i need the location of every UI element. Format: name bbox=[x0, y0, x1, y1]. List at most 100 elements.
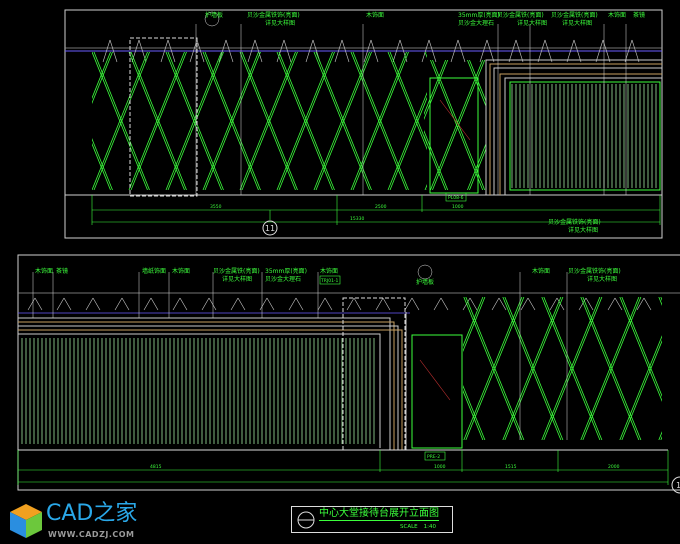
lattice-line bbox=[386, 297, 444, 440]
scale-value: 1:40 bbox=[423, 524, 436, 530]
triangle-edge bbox=[109, 39, 118, 63]
triangle-edge bbox=[341, 39, 350, 63]
top-callouts bbox=[195, 11, 627, 195]
bottom-label: 贝沙金大理石 bbox=[265, 275, 301, 283]
triangle-edge bbox=[375, 297, 384, 311]
logo-url: WWW.CADZJ.COM bbox=[48, 530, 135, 539]
triangle-edge bbox=[295, 297, 304, 311]
triangle-edge bbox=[520, 297, 529, 311]
lattice-line bbox=[619, 335, 662, 440]
lattice-line bbox=[506, 60, 558, 190]
top-diamond-panel bbox=[0, 52, 427, 190]
bottom-callouts bbox=[32, 264, 568, 440]
top-dashed-outline bbox=[129, 37, 198, 197]
triangle-edge bbox=[63, 297, 72, 311]
bottom-label: 35mm厚(亮面) bbox=[265, 267, 307, 275]
triangle-edge bbox=[160, 39, 169, 63]
lattice-line bbox=[658, 431, 662, 440]
triangle-edge bbox=[549, 297, 558, 311]
top-label: 35mm厚(亮面) bbox=[458, 11, 500, 19]
triangle-edge bbox=[392, 39, 401, 63]
top-label: 贝沙金属铁(亮面) bbox=[551, 11, 598, 19]
triangle-edge bbox=[556, 297, 565, 311]
triangle-edge bbox=[428, 39, 437, 63]
bottom-label: 木饰面 bbox=[320, 267, 338, 275]
lattice-line bbox=[0, 52, 37, 190]
triangle-edge bbox=[631, 39, 640, 63]
bottom-dim: 1515 bbox=[505, 464, 517, 470]
triangle-edge bbox=[595, 39, 604, 63]
top-tag-box bbox=[445, 192, 467, 202]
lattice-line bbox=[621, 340, 662, 440]
title-section-symbol-icon bbox=[297, 511, 315, 529]
triangle-edge bbox=[225, 39, 234, 63]
axis-label-11: 11 bbox=[265, 224, 275, 233]
lattice-line bbox=[358, 60, 410, 190]
lattice-line bbox=[388, 297, 446, 440]
triangle-edge bbox=[92, 297, 101, 311]
top-label: 贝沙金属铁饰(亮面) bbox=[247, 11, 300, 19]
triangle-edge bbox=[34, 297, 43, 311]
bottom-tag: PRE-2 bbox=[427, 454, 440, 460]
triangle-edge bbox=[259, 297, 268, 311]
triangle-edge bbox=[353, 297, 362, 311]
triangle-edge bbox=[527, 297, 536, 311]
triangle-edge bbox=[179, 297, 188, 311]
lattice-line bbox=[358, 60, 410, 190]
triangle-edge bbox=[266, 297, 275, 311]
triangle-edge bbox=[450, 39, 459, 63]
top-striped-panel-outline bbox=[509, 81, 661, 191]
drawing-scale: SCALE 1:40 bbox=[400, 524, 436, 531]
top-dim-1: 3550 bbox=[210, 204, 222, 210]
triangle-edge bbox=[457, 39, 466, 63]
top-label: 护墙板 bbox=[205, 11, 223, 19]
triangle-edge bbox=[614, 297, 623, 311]
bottom-striped-panel bbox=[21, 338, 375, 444]
top-door-swing-line bbox=[439, 99, 471, 141]
triangle-edge bbox=[585, 297, 594, 311]
triangle-edge bbox=[421, 39, 430, 63]
triangle-edge bbox=[643, 297, 652, 311]
scale-label: SCALE bbox=[400, 524, 418, 530]
triangle-edge bbox=[102, 39, 111, 63]
bottom-triangle-row bbox=[27, 297, 652, 311]
top-tag: PL08-6 bbox=[448, 195, 464, 201]
lattice-line bbox=[658, 297, 662, 306]
triangle-edge bbox=[85, 297, 94, 311]
bottom-label: 详见大样图 bbox=[587, 275, 617, 283]
lattice-line bbox=[20, 52, 76, 190]
lattice-line bbox=[321, 60, 373, 190]
lattice-line bbox=[387, 91, 427, 190]
bottom-label: 详见大样图 bbox=[222, 275, 252, 283]
triangle-edge bbox=[498, 297, 507, 311]
lattice-line bbox=[0, 52, 39, 190]
triangle-edge bbox=[479, 39, 488, 63]
top-frame-borders bbox=[485, 59, 662, 195]
triangle-edge bbox=[218, 39, 227, 63]
lattice-line bbox=[424, 60, 447, 116]
triangle-edge bbox=[247, 39, 256, 63]
triangle-edge bbox=[544, 39, 553, 63]
triangle-edge bbox=[537, 39, 546, 63]
top-striped-panel bbox=[511, 84, 657, 188]
top-label: 茶镜 bbox=[633, 11, 645, 19]
triangle-edge bbox=[370, 39, 379, 63]
triangle-edge bbox=[363, 39, 372, 63]
lattice-line bbox=[424, 134, 447, 190]
bottom-tag1-box bbox=[319, 275, 341, 285]
top-label: 木饰面 bbox=[608, 11, 626, 19]
triangle-edge bbox=[150, 297, 159, 311]
triangle-edge bbox=[196, 39, 205, 63]
lattice-line bbox=[321, 60, 373, 190]
triangle-edge bbox=[208, 297, 217, 311]
top-dim-2: 2500 bbox=[375, 204, 387, 210]
top-label: 详见大样图 bbox=[265, 19, 295, 27]
bottom-door-swing-line bbox=[419, 359, 451, 401]
triangle-edge bbox=[254, 39, 263, 63]
triangle-edge bbox=[469, 297, 478, 311]
triangle-edge bbox=[334, 39, 343, 63]
triangle-edge bbox=[636, 297, 645, 311]
bottom-tag-box bbox=[424, 451, 446, 461]
